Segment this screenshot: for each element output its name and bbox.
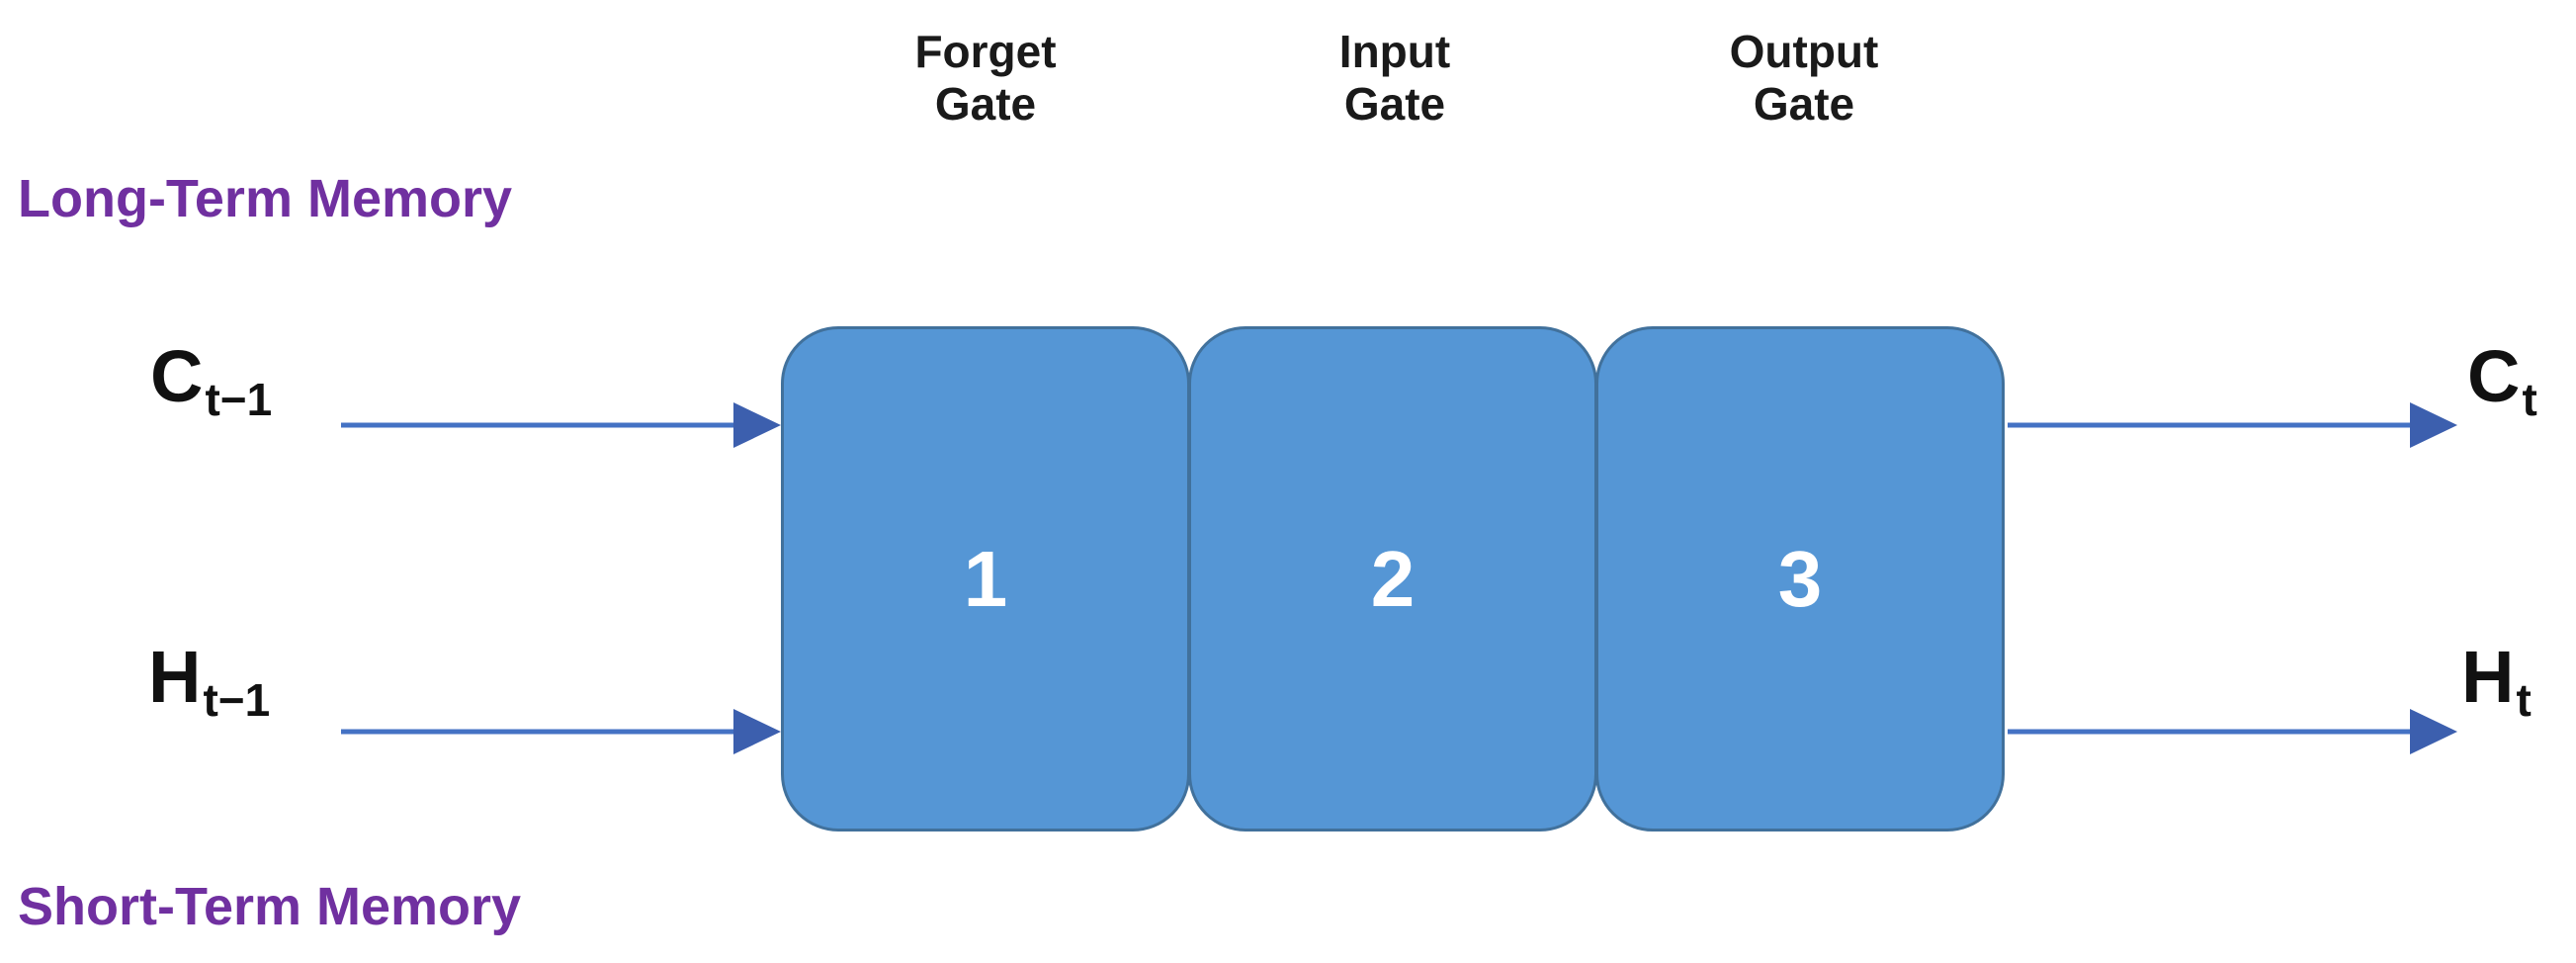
output-gate-box: 3: [1595, 326, 2005, 832]
cell-state-output-base: C: [2467, 335, 2521, 417]
output-gate-number: 3: [1777, 534, 1823, 623]
long-term-memory-label: Long-Term Memory: [18, 169, 513, 228]
cell-state-output-label: Ct: [2467, 340, 2537, 423]
hidden-state-output-arrow: [2008, 709, 2457, 754]
output-gate-title: Output Gate: [1616, 26, 1992, 131]
hidden-state-output-subscript: t: [2516, 674, 2532, 726]
cell-state-input-base: C: [150, 335, 204, 417]
hidden-state-input-label: Ht−1: [148, 641, 270, 724]
output-gate-title-line2: Gate: [1753, 78, 1855, 131]
hidden-state-input-base: H: [148, 636, 202, 718]
cell-state-output-arrow: [2008, 402, 2457, 448]
hidden-state-input-arrow: [341, 709, 781, 754]
cell-state-input-arrow: [341, 402, 781, 448]
cell-state-input-label: Ct−1: [150, 340, 272, 423]
forget-gate-box: 1: [781, 326, 1190, 832]
input-gate-title: Input Gate: [1207, 26, 1583, 131]
forget-gate-number: 1: [963, 534, 1008, 623]
input-gate-box: 2: [1188, 326, 1597, 832]
hidden-state-output-base: H: [2461, 636, 2515, 718]
short-term-memory-label: Short-Term Memory: [18, 877, 522, 936]
hidden-state-output-label: Ht: [2461, 641, 2532, 724]
hidden-state-input-subscript: t−1: [203, 674, 271, 726]
input-gate-title-line2: Gate: [1343, 78, 1446, 131]
forget-gate-title-line2: Gate: [934, 78, 1037, 131]
input-gate-title-line1: Input: [1338, 26, 1451, 77]
cell-state-output-subscript: t: [2522, 374, 2537, 425]
forget-gate-title-line1: Forget: [914, 26, 1057, 77]
output-gate-title-line1: Output: [1729, 26, 1879, 77]
input-gate-number: 2: [1370, 534, 1416, 623]
cell-state-input-subscript: t−1: [205, 374, 273, 425]
forget-gate-title: Forget Gate: [798, 26, 1173, 131]
